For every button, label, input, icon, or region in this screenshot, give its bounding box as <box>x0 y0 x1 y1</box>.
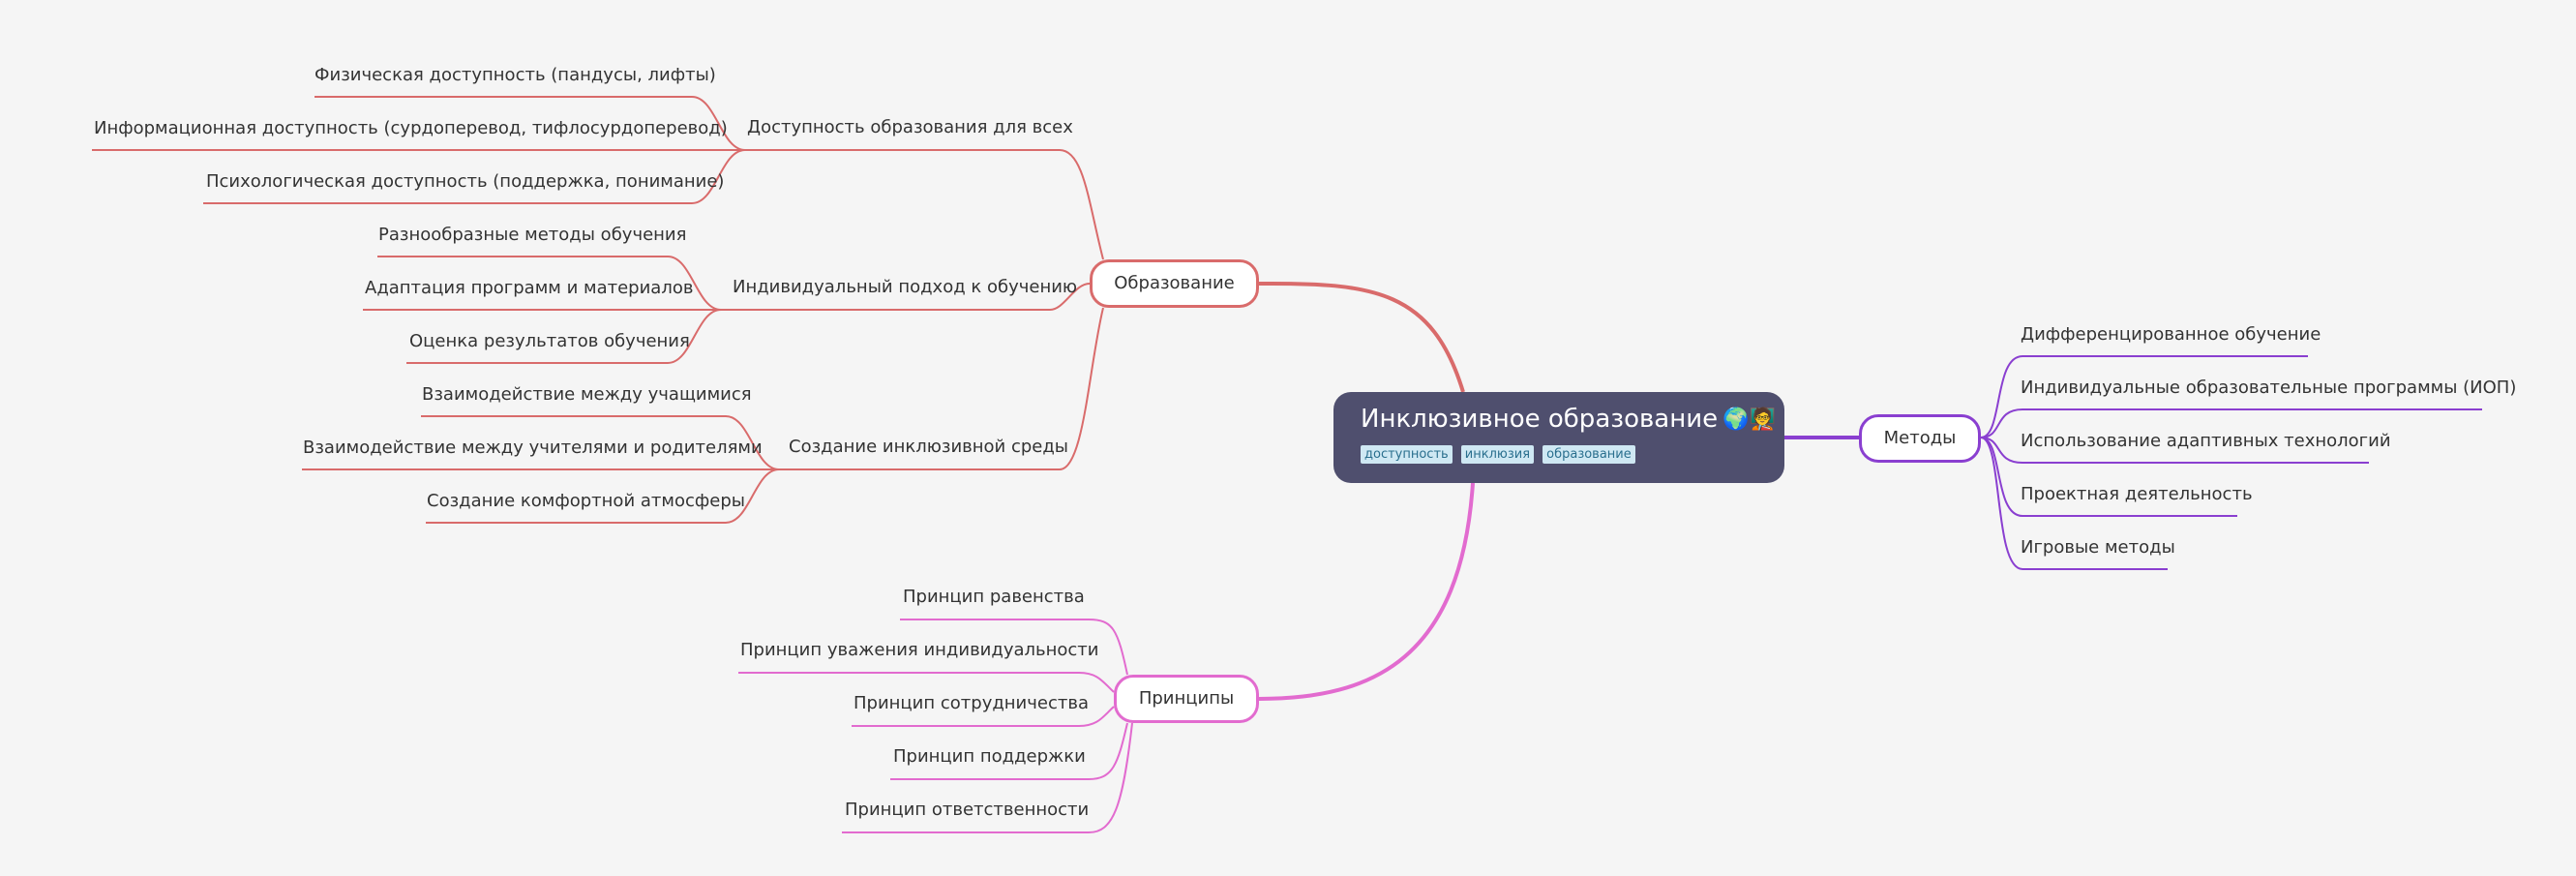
leaf-topic[interactable]: Принцип поддержки <box>893 746 1086 767</box>
leaf-topic[interactable]: Дифференцированное обучение <box>2021 324 2321 345</box>
subtopic-accessibility[interactable]: Доступность образования для всех <box>747 117 1073 137</box>
leaf-topic[interactable]: Проектная деятельность <box>2021 484 2253 504</box>
globe-teacher-icon: 🌍🧑‍🏫 <box>1722 408 1777 432</box>
leaf-topic[interactable]: Оценка результатов обучения <box>409 331 690 351</box>
leaf-topic[interactable]: Адаптация программ и материалов <box>365 278 694 298</box>
subtopic-inclusive-environment[interactable]: Создание инклюзивной среды <box>789 437 1069 457</box>
central-topic[interactable]: Инклюзивное образование 🌍🧑‍🏫 доступность… <box>1333 392 1784 483</box>
leaf-topic[interactable]: Физическая доступность (пандусы, лифты) <box>315 65 716 85</box>
leaf-topic[interactable]: Игровые методы <box>2021 537 2175 558</box>
leaf-topic[interactable]: Принцип сотрудничества <box>854 693 1089 713</box>
tag[interactable]: образование <box>1543 445 1635 464</box>
edge-education-sub1 <box>745 149 1104 260</box>
tag[interactable]: инклюзия <box>1460 445 1535 464</box>
leaf-topic[interactable]: Принцип равенства <box>903 587 1085 607</box>
leaf-topic[interactable]: Принцип ответственности <box>845 800 1090 820</box>
central-topic-title: Инклюзивное образование <box>1361 405 1719 434</box>
leaf-topic[interactable]: Информационная доступность (сурдоперевод… <box>94 118 728 138</box>
leaf-topic[interactable]: Создание комфортной атмосферы <box>427 491 745 511</box>
edge-center-education <box>1258 281 1465 393</box>
branch-methods[interactable]: Методы <box>1859 414 1981 463</box>
branch-education[interactable]: Образование <box>1090 259 1259 308</box>
tag-list: доступность инклюзия образование <box>1361 443 1784 464</box>
tag[interactable]: доступность <box>1361 445 1453 464</box>
leaf-topic[interactable]: Принцип уважения индивидуальности <box>740 640 1099 660</box>
leaf-topic[interactable]: Индивидуальные образовательные программы… <box>2021 378 2517 398</box>
branch-principles[interactable]: Принципы <box>1114 675 1259 723</box>
leaf-topic[interactable]: Использование адаптивных технологий <box>2021 431 2391 451</box>
subtopic-individual-approach[interactable]: Индивидуальный подход к обучению <box>733 277 1078 297</box>
edge-center-principles <box>1258 482 1475 701</box>
leaf-topic[interactable]: Взаимодействие между учителями и родител… <box>303 438 763 458</box>
leaf-topic[interactable]: Разнообразные методы обучения <box>378 225 687 245</box>
leaf-topic[interactable]: Психологическая доступность (поддержка, … <box>206 171 725 192</box>
leaf-topic[interactable]: Взаимодействие между учащимися <box>422 384 752 405</box>
